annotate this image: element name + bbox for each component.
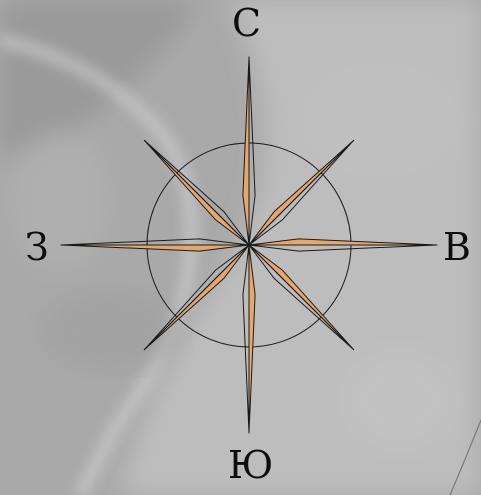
north-label: С bbox=[232, 4, 261, 42]
compass-point-north-outline bbox=[249, 57, 255, 245]
compass-point-east-outline bbox=[249, 245, 437, 251]
compass-point-south-filled bbox=[249, 245, 255, 433]
compass-point-south-east-outline bbox=[249, 245, 354, 350]
compass-point-west-filled bbox=[61, 245, 249, 251]
compass-point-south-west-outline bbox=[144, 245, 249, 350]
east-label: В bbox=[443, 228, 471, 266]
south-label: Ю bbox=[228, 446, 273, 484]
compass-point-west-outline bbox=[61, 239, 249, 245]
compass-point-north-east-outline bbox=[249, 140, 354, 245]
compass-point-east-filled bbox=[249, 239, 437, 245]
compass-points bbox=[61, 57, 437, 433]
compass-point-north-west-outline bbox=[144, 140, 249, 245]
compass-point-south-outline bbox=[243, 245, 249, 433]
compass-point-north-filled bbox=[243, 57, 249, 245]
west-label: З bbox=[25, 228, 49, 266]
